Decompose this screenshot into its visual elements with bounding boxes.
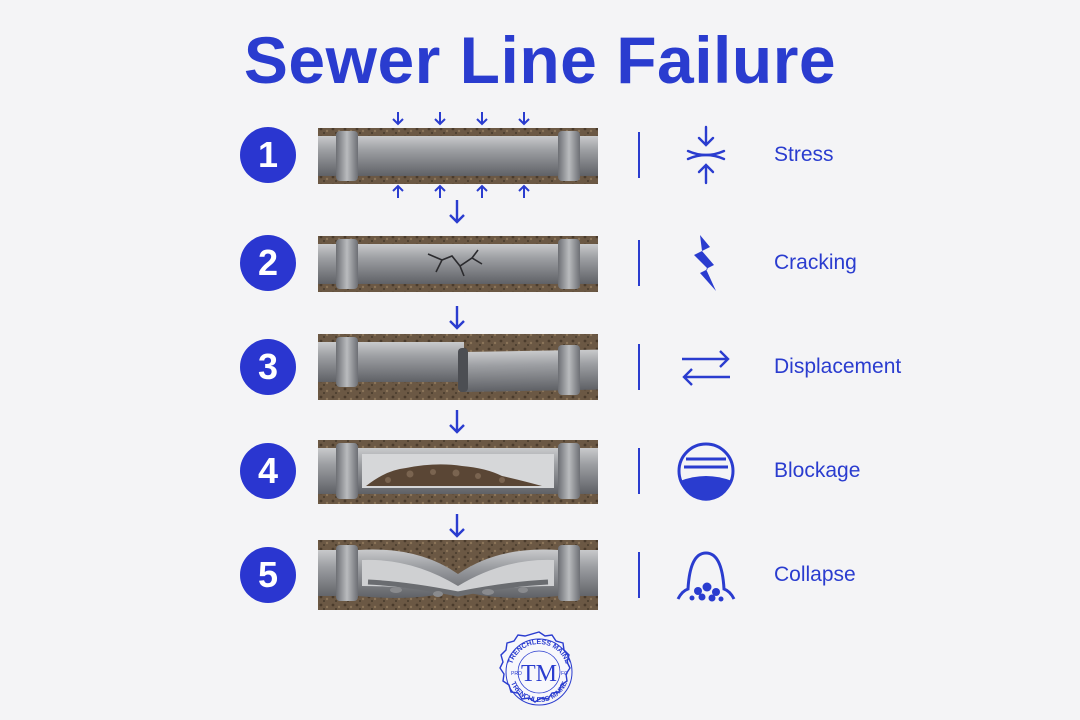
cracking-icon [694, 235, 716, 291]
step-5-number: 5 [240, 547, 296, 603]
stress-icon [686, 125, 726, 185]
step-3-number: 3 [240, 339, 296, 395]
logo-monogram: TM [521, 661, 557, 687]
cracked-pipe-illustration [318, 236, 598, 292]
step-4-label: Blockage [774, 459, 861, 482]
divider [638, 344, 640, 390]
stressed-pipe-illustration [318, 112, 598, 198]
divider [638, 448, 640, 494]
divider [638, 132, 640, 178]
step-1-number: 1 [240, 127, 296, 183]
step-2-number: 2 [240, 235, 296, 291]
down-arrow-icon [449, 410, 465, 434]
divider [638, 240, 640, 286]
blockage-icon [677, 442, 735, 501]
down-arrow-icon [449, 514, 465, 538]
step-3: 3 Displacement [0, 322, 1080, 412]
displacement-icon [682, 350, 730, 386]
page-title: Sewer Line Failure [243, 23, 837, 97]
collapsed-pipe-illustration [318, 540, 598, 610]
logo-right-text: FO [561, 671, 568, 677]
step-3-label: Displacement [774, 355, 902, 378]
displaced-pipe-illustration [318, 334, 598, 400]
step-5: 5 Collapse [0, 530, 1080, 620]
step-1-label: Stress [774, 143, 834, 166]
step-4-number: 4 [240, 443, 296, 499]
step-4: 4 Blockage [0, 426, 1080, 516]
down-arrow-icon [449, 200, 465, 224]
step-2-label: Cracking [774, 251, 857, 274]
blocked-pipe-illustration [318, 440, 598, 504]
divider [638, 552, 640, 598]
down-arrow-icon [449, 306, 465, 330]
step-1: 1 Stress [0, 110, 1080, 200]
collapse-icon [676, 551, 736, 602]
step-5-label: Collapse [774, 563, 856, 586]
step-2: 2 Cracking [0, 218, 1080, 308]
logo-left-text: PRO [511, 671, 522, 677]
trenchless-maine-logo: TRENCHLESS MAINE TRENCHLESS MAINE PRO FO… [499, 631, 573, 706]
